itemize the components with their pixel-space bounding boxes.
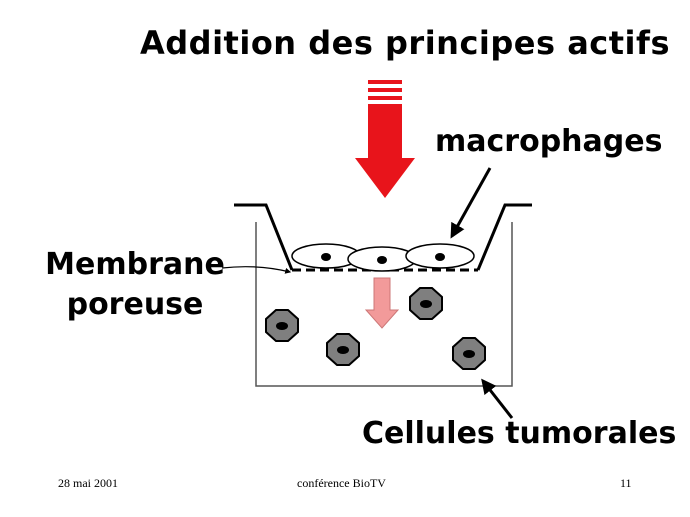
footer-date: 28 mai 2001 — [58, 476, 118, 490]
tumor-cells-pointer — [481, 378, 514, 419]
footer-conference: conférence BioTV — [297, 476, 386, 490]
macrophage-cells — [291, 243, 475, 272]
slide-title: Addition des principes actifs — [140, 24, 670, 62]
diffusion-arrow — [364, 277, 400, 329]
culture-well — [255, 222, 513, 387]
membrane-pointer — [221, 266, 292, 274]
membrane-label-line2: poreuse — [66, 287, 204, 322]
membrane-label: Membrane poreuse — [40, 245, 230, 325]
membrane-label-line1: Membrane — [45, 247, 225, 282]
insert — [234, 203, 532, 271]
macrophages-pointer — [450, 167, 492, 239]
footer-page-number: 11 — [620, 476, 632, 490]
tumor-cells-label: Cellules tumorales — [362, 416, 677, 451]
macrophages-label: macrophages — [435, 124, 663, 159]
tumor-nuclei — [276, 300, 475, 358]
addition-arrow — [355, 80, 415, 198]
